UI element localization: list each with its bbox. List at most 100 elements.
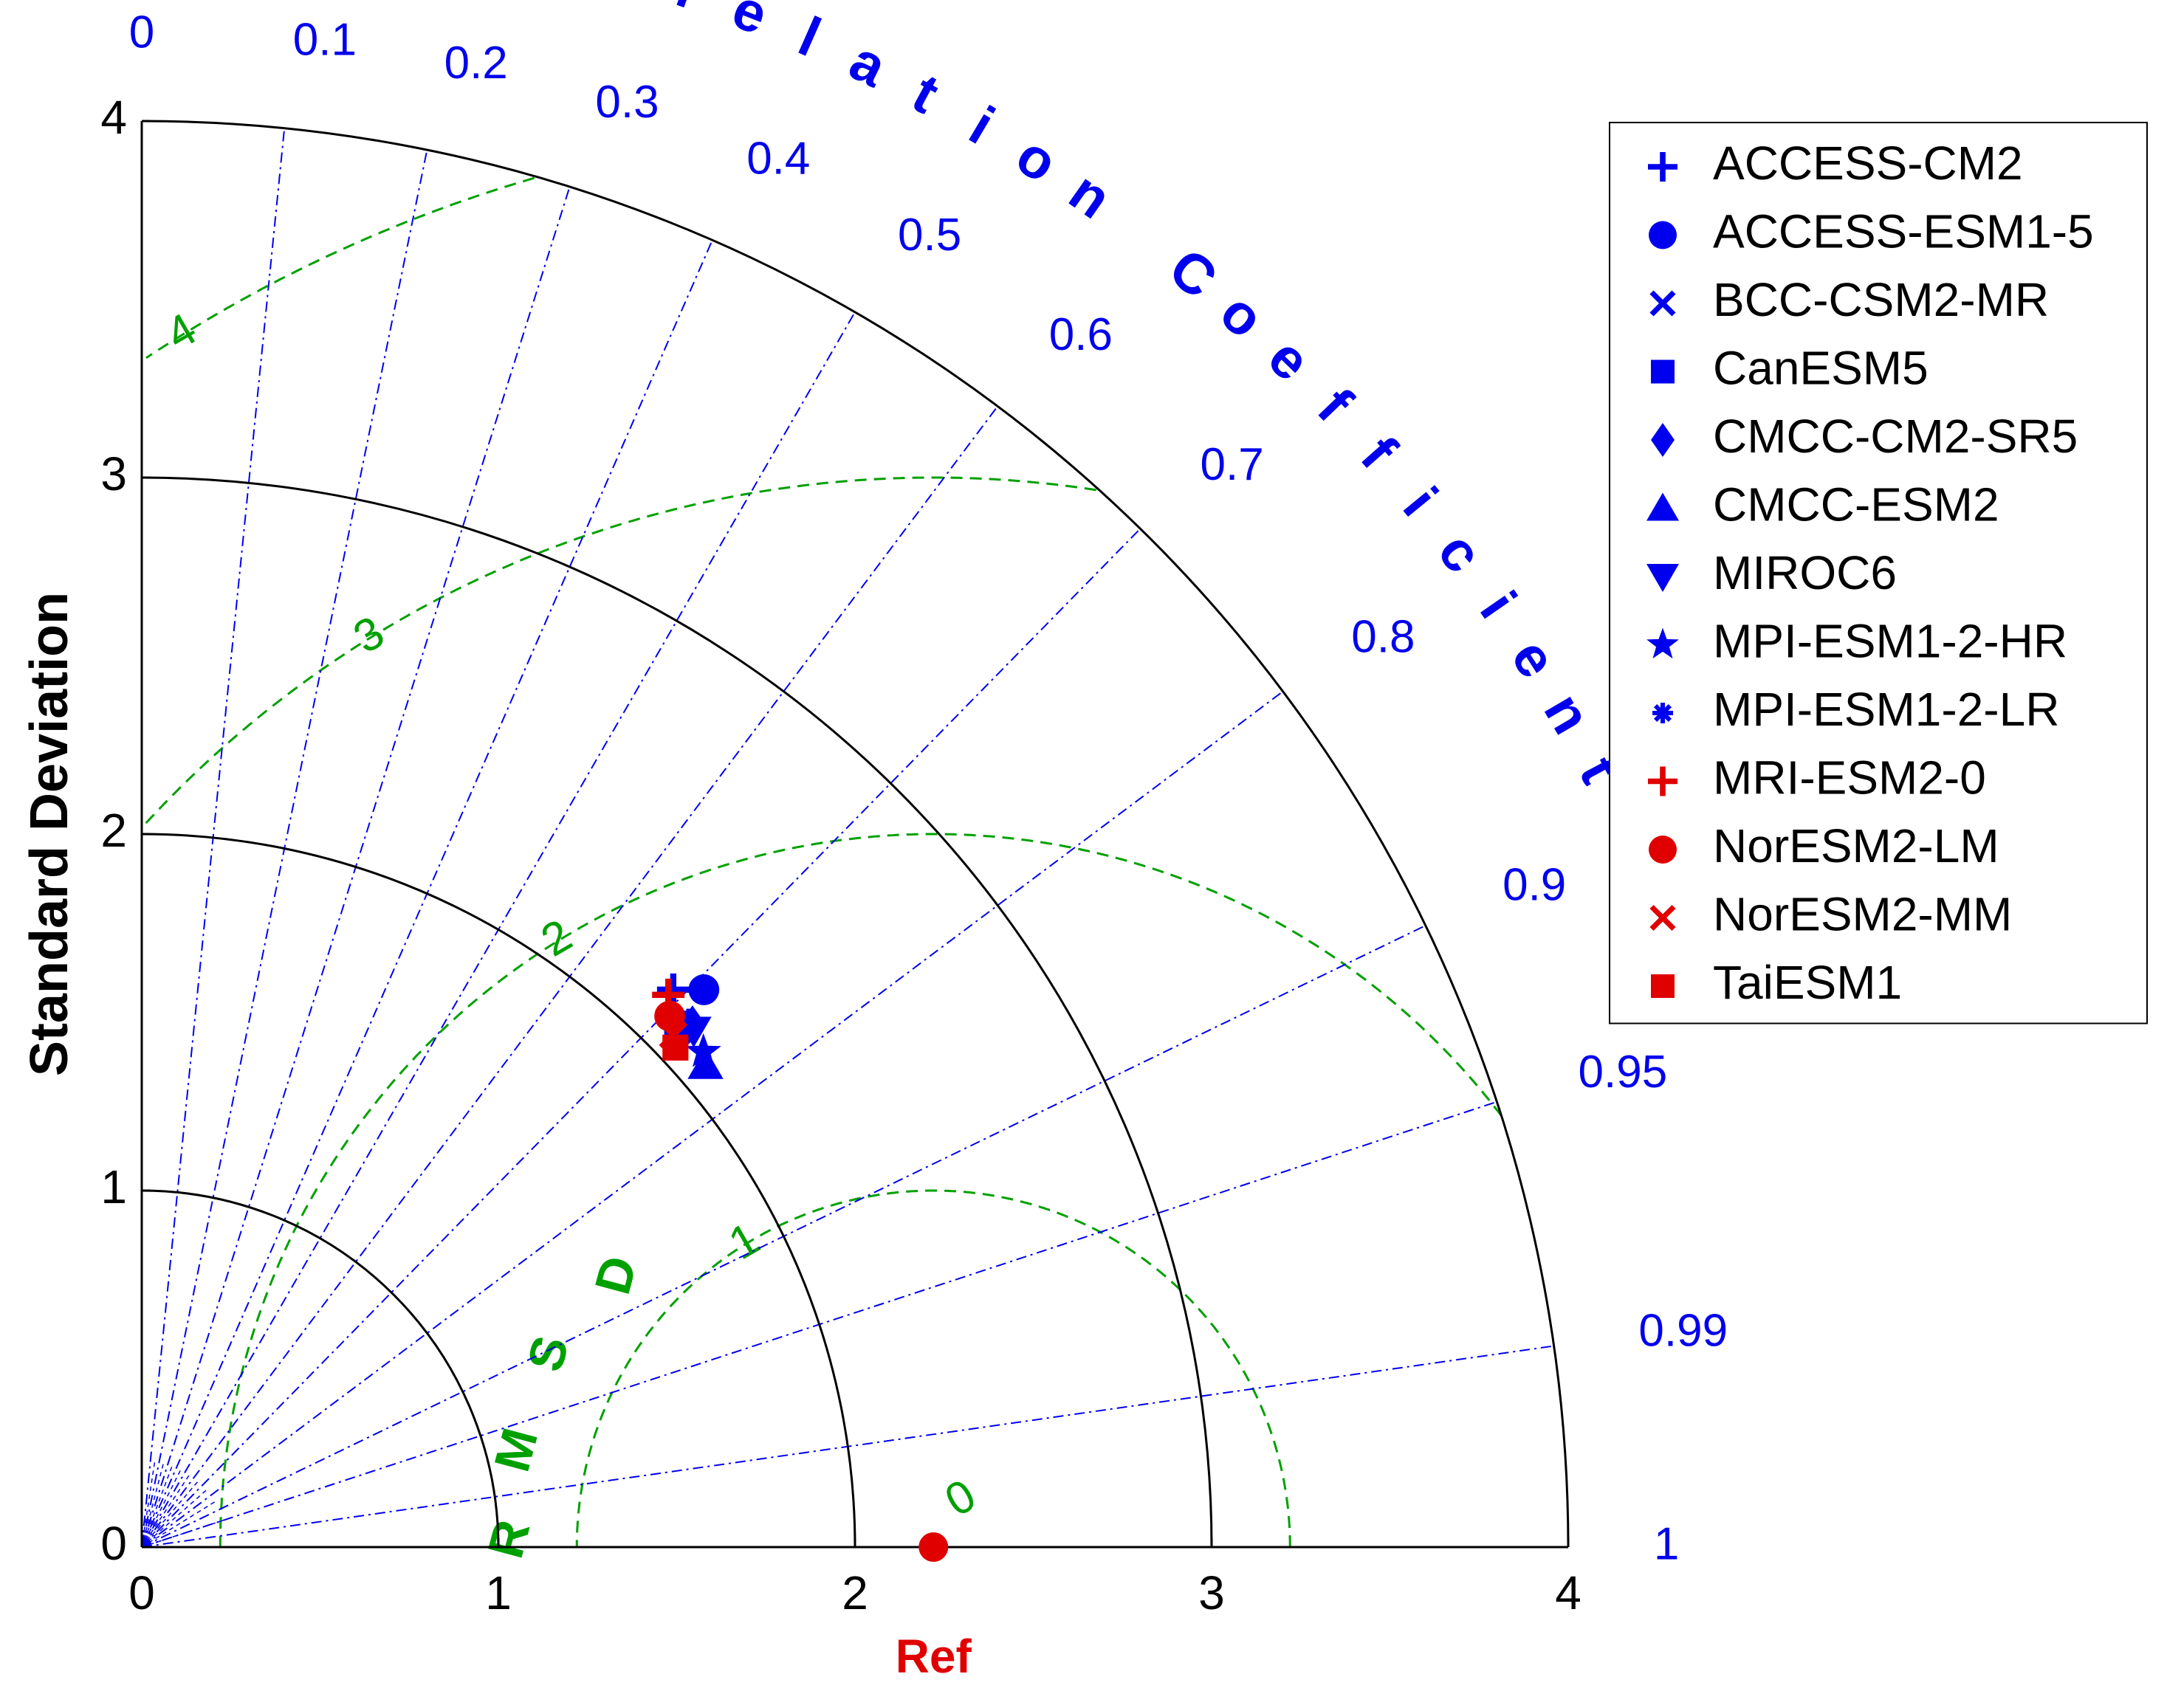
model-markers — [652, 973, 724, 1079]
correlation-tick-label: 0.4 — [746, 133, 810, 184]
correlation-tick-label: 0.99 — [1638, 1305, 1728, 1356]
correlation-label-char: c — [1426, 521, 1494, 584]
correlation-tick-label: 1 — [1654, 1518, 1679, 1569]
std-arcs — [141, 120, 1570, 1548]
legend-marker-canesm5-shape — [1651, 359, 1675, 384]
legend-marker-cmcc-esm2 — [1646, 492, 1679, 521]
rmsd-contour-1 — [575, 1189, 1291, 1547]
rmsd-contour-3 — [143, 476, 1096, 826]
model-point-taiesm1 — [662, 1034, 689, 1061]
correlation-label-char: n — [1532, 683, 1604, 744]
y-tick-label: 3 — [100, 447, 127, 500]
legend-entry-label: ACCESS-ESM1-5 — [1713, 204, 2094, 258]
legend-marker-bcc-csm2-mr-shape — [1649, 290, 1676, 317]
legend-entry-label: MPI-ESM1-2-LR — [1713, 683, 2059, 736]
rmsd-tick-label: 1 — [721, 1213, 768, 1270]
correlation-label-char: a — [840, 30, 896, 100]
y-tick-label: 4 — [100, 91, 127, 144]
legend: ACCESS-CM2ACCESS-ESM1-5BCC-CSM2-MRCanESM… — [1609, 122, 2148, 1025]
rmsd-contour-2 — [219, 833, 1503, 1547]
reference-marker — [918, 1532, 949, 1562]
rmsd-contour-4 — [145, 176, 535, 359]
legend-marker-mpi-esm1-2-lr-shape — [1652, 703, 1673, 723]
x-tick-label: 3 — [1198, 1566, 1225, 1619]
legend-marker-taiesm1-shape — [1651, 974, 1675, 998]
legend-marker-mri-esm2-0 — [1648, 766, 1677, 796]
legend-marker-noresm2-mm-shape — [1649, 904, 1676, 932]
correlation-label-char: i — [1391, 476, 1449, 528]
x-tick-label: 2 — [842, 1566, 868, 1619]
legend-entry-label: MPI-ESM1-2-HR — [1713, 614, 2067, 667]
legend-marker-access-esm1-5-shape — [1649, 221, 1677, 249]
correlation-tick-label: 0.8 — [1351, 612, 1415, 663]
correlation-label-char: r — [669, 0, 710, 23]
model-point-cmcc-esm2-shape — [687, 1047, 724, 1079]
legend-marker-cmcc-esm2-shape — [1646, 492, 1679, 521]
correlation-grid: 00.10.20.30.40.50.60.70.80.90.950.991Cor… — [129, 0, 1728, 1569]
legend-marker-miroc6-shape — [1646, 564, 1679, 592]
labels: Standard Deviation Ref — [20, 592, 972, 1683]
correlation-tick-label: 0.6 — [1049, 309, 1113, 360]
correlation-label-char: i — [959, 94, 1004, 156]
legend-marker-miroc6 — [1646, 564, 1679, 592]
model-point-mpi-esm1-2-lr — [677, 1008, 701, 1032]
correlation-label-char: i — [1468, 581, 1528, 630]
legend-box — [1609, 122, 2148, 1025]
correlation-minor-ray — [141, 1487, 210, 1548]
legend-entry-label: NorESM2-MM — [1713, 887, 2012, 940]
rmsd-label-char: D — [584, 1250, 648, 1300]
correlation-tick-label: 0.2 — [444, 38, 508, 89]
legend-entry-label: MIROC6 — [1713, 546, 1897, 599]
reference-point — [918, 1532, 949, 1562]
correlation-label-char: o — [1005, 124, 1068, 196]
std-arc-2 — [141, 833, 856, 1548]
correlation-minor-ray — [141, 1499, 218, 1548]
legend-marker-cmcc-cm2-sr5 — [1651, 423, 1675, 457]
legend-entry-label: CanESM5 — [1713, 341, 1929, 394]
model-point-access-esm1-5-shape — [688, 974, 720, 1005]
correlation-minor-ray — [141, 1518, 227, 1548]
rmsd-label-char: S — [517, 1330, 580, 1377]
legend-marker-mpi-esm1-2-lr — [1652, 703, 1673, 723]
model-point-access-cm2-shape — [656, 973, 690, 1006]
legend-marker-taiesm1 — [1651, 974, 1675, 998]
y-tick-label: 2 — [100, 804, 127, 857]
correlation-tick-label: 0.9 — [1503, 860, 1566, 911]
model-point-mpi-esm1-2-hr-shape — [685, 1033, 721, 1067]
rmsd-tick-label: 2 — [533, 910, 580, 967]
correlation-label-char: l — [790, 5, 830, 69]
correlation-tick-label: 0.95 — [1579, 1047, 1668, 1098]
correlation-tick-label: 0.1 — [293, 15, 357, 66]
x-tick-label: 4 — [1555, 1566, 1582, 1619]
std-arc-4 — [141, 120, 1570, 1548]
legend-marker-access-cm2 — [1648, 152, 1677, 182]
legend-marker-noresm2-mm — [1649, 904, 1676, 932]
correlation-tick-label: 0.7 — [1201, 439, 1264, 490]
correlation-tick-label: 0.5 — [898, 210, 961, 261]
legend-entry-label: NorESM2-LM — [1713, 819, 1999, 872]
legend-marker-access-esm1-5 — [1649, 221, 1677, 249]
x-tick-label: 1 — [485, 1566, 512, 1619]
reference-label: Ref — [896, 1630, 972, 1683]
rmsd-tick-label: 4 — [157, 303, 205, 360]
legend-marker-mpi-esm1-2-hr-shape — [1646, 627, 1679, 659]
correlation-label-char: r — [608, 0, 648, 2]
legend-marker-mri-esm2-0-shape — [1648, 766, 1677, 796]
std-arc-1 — [141, 1189, 500, 1548]
correlation-tick-label: 0 — [129, 7, 154, 58]
correlation-label-char: e — [1256, 326, 1322, 393]
correlation-label-char: f — [1349, 425, 1409, 481]
correlation-label-char: t — [902, 62, 949, 126]
legend-marker-noresm2-lm-shape — [1649, 836, 1677, 864]
legend-marker-noresm2-lm — [1649, 836, 1677, 864]
legend-entry-label: CMCC-CM2-SR5 — [1713, 410, 2078, 463]
correlation-label-char: C — [1157, 236, 1228, 311]
y-tick-label: 0 — [100, 1517, 127, 1570]
x-tick-label: 0 — [128, 1566, 155, 1619]
legend-entry-label: ACCESS-CM2 — [1713, 137, 2023, 190]
correlation-label-char: n — [1058, 160, 1122, 231]
correlation-label-char: e — [1499, 629, 1568, 689]
rmsd-tick-label: 3 — [345, 607, 392, 664]
